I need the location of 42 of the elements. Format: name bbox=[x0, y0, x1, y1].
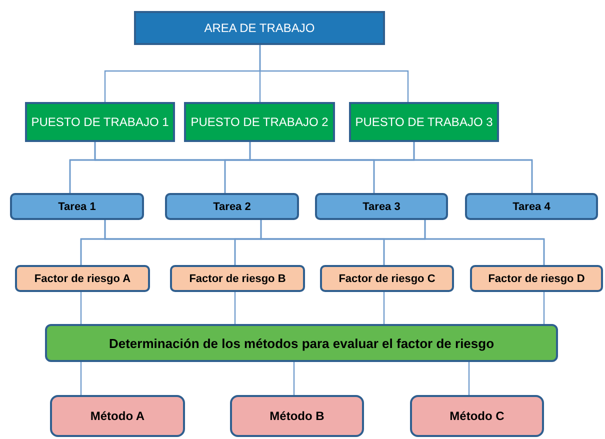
connector-line bbox=[234, 292, 236, 324]
connector-line bbox=[293, 362, 295, 395]
node-label: Tarea 3 bbox=[362, 200, 400, 212]
task-box bbox=[315, 193, 448, 220]
node-label: PUESTO DE TRABAJO 1 bbox=[31, 115, 169, 129]
node-label: Factor de riesgo D bbox=[488, 272, 585, 284]
node-label: AREA DE TRABAJO bbox=[204, 21, 315, 35]
node-label: Tarea 2 bbox=[213, 200, 251, 212]
risk-factor-box bbox=[320, 265, 454, 292]
node-label: Método C bbox=[450, 409, 504, 423]
connector-line bbox=[80, 362, 82, 395]
risk-factor-box bbox=[15, 265, 150, 292]
node-label: PUESTO DE TRABAJO 2 bbox=[190, 115, 328, 129]
area-box bbox=[134, 11, 385, 45]
workstation-box bbox=[25, 102, 175, 142]
node-label: PUESTO DE TRABAJO 3 bbox=[355, 115, 493, 129]
task-box bbox=[10, 193, 144, 220]
risk-factor-box bbox=[170, 265, 305, 292]
connector-line bbox=[413, 142, 533, 193]
node-label: Tarea 4 bbox=[512, 200, 550, 212]
node-label: Factor de riesgo A bbox=[34, 272, 131, 284]
task-box bbox=[465, 193, 598, 220]
workstation-box bbox=[349, 102, 499, 142]
connector-line bbox=[543, 292, 545, 324]
node-label: Determinación de los métodos para evaluar el factor de riesgo bbox=[108, 336, 494, 350]
connector-line bbox=[259, 45, 409, 102]
node-label: Tarea 1 bbox=[58, 200, 96, 212]
connector-line bbox=[468, 362, 470, 395]
node-label: Factor de riesgo C bbox=[338, 272, 436, 284]
method-box bbox=[50, 395, 185, 437]
risk-factor-box bbox=[470, 265, 603, 292]
task-box bbox=[165, 193, 299, 220]
method-box bbox=[230, 395, 364, 437]
connector-line bbox=[424, 220, 545, 265]
process-box bbox=[45, 324, 558, 362]
method-box bbox=[410, 395, 544, 437]
connector-line bbox=[80, 292, 82, 324]
node-label: Método A bbox=[90, 409, 145, 423]
workstation-box bbox=[184, 102, 335, 142]
connector-line bbox=[383, 292, 385, 324]
node-label: Factor de riesgo B bbox=[189, 272, 286, 284]
node-label: Método B bbox=[270, 409, 324, 423]
